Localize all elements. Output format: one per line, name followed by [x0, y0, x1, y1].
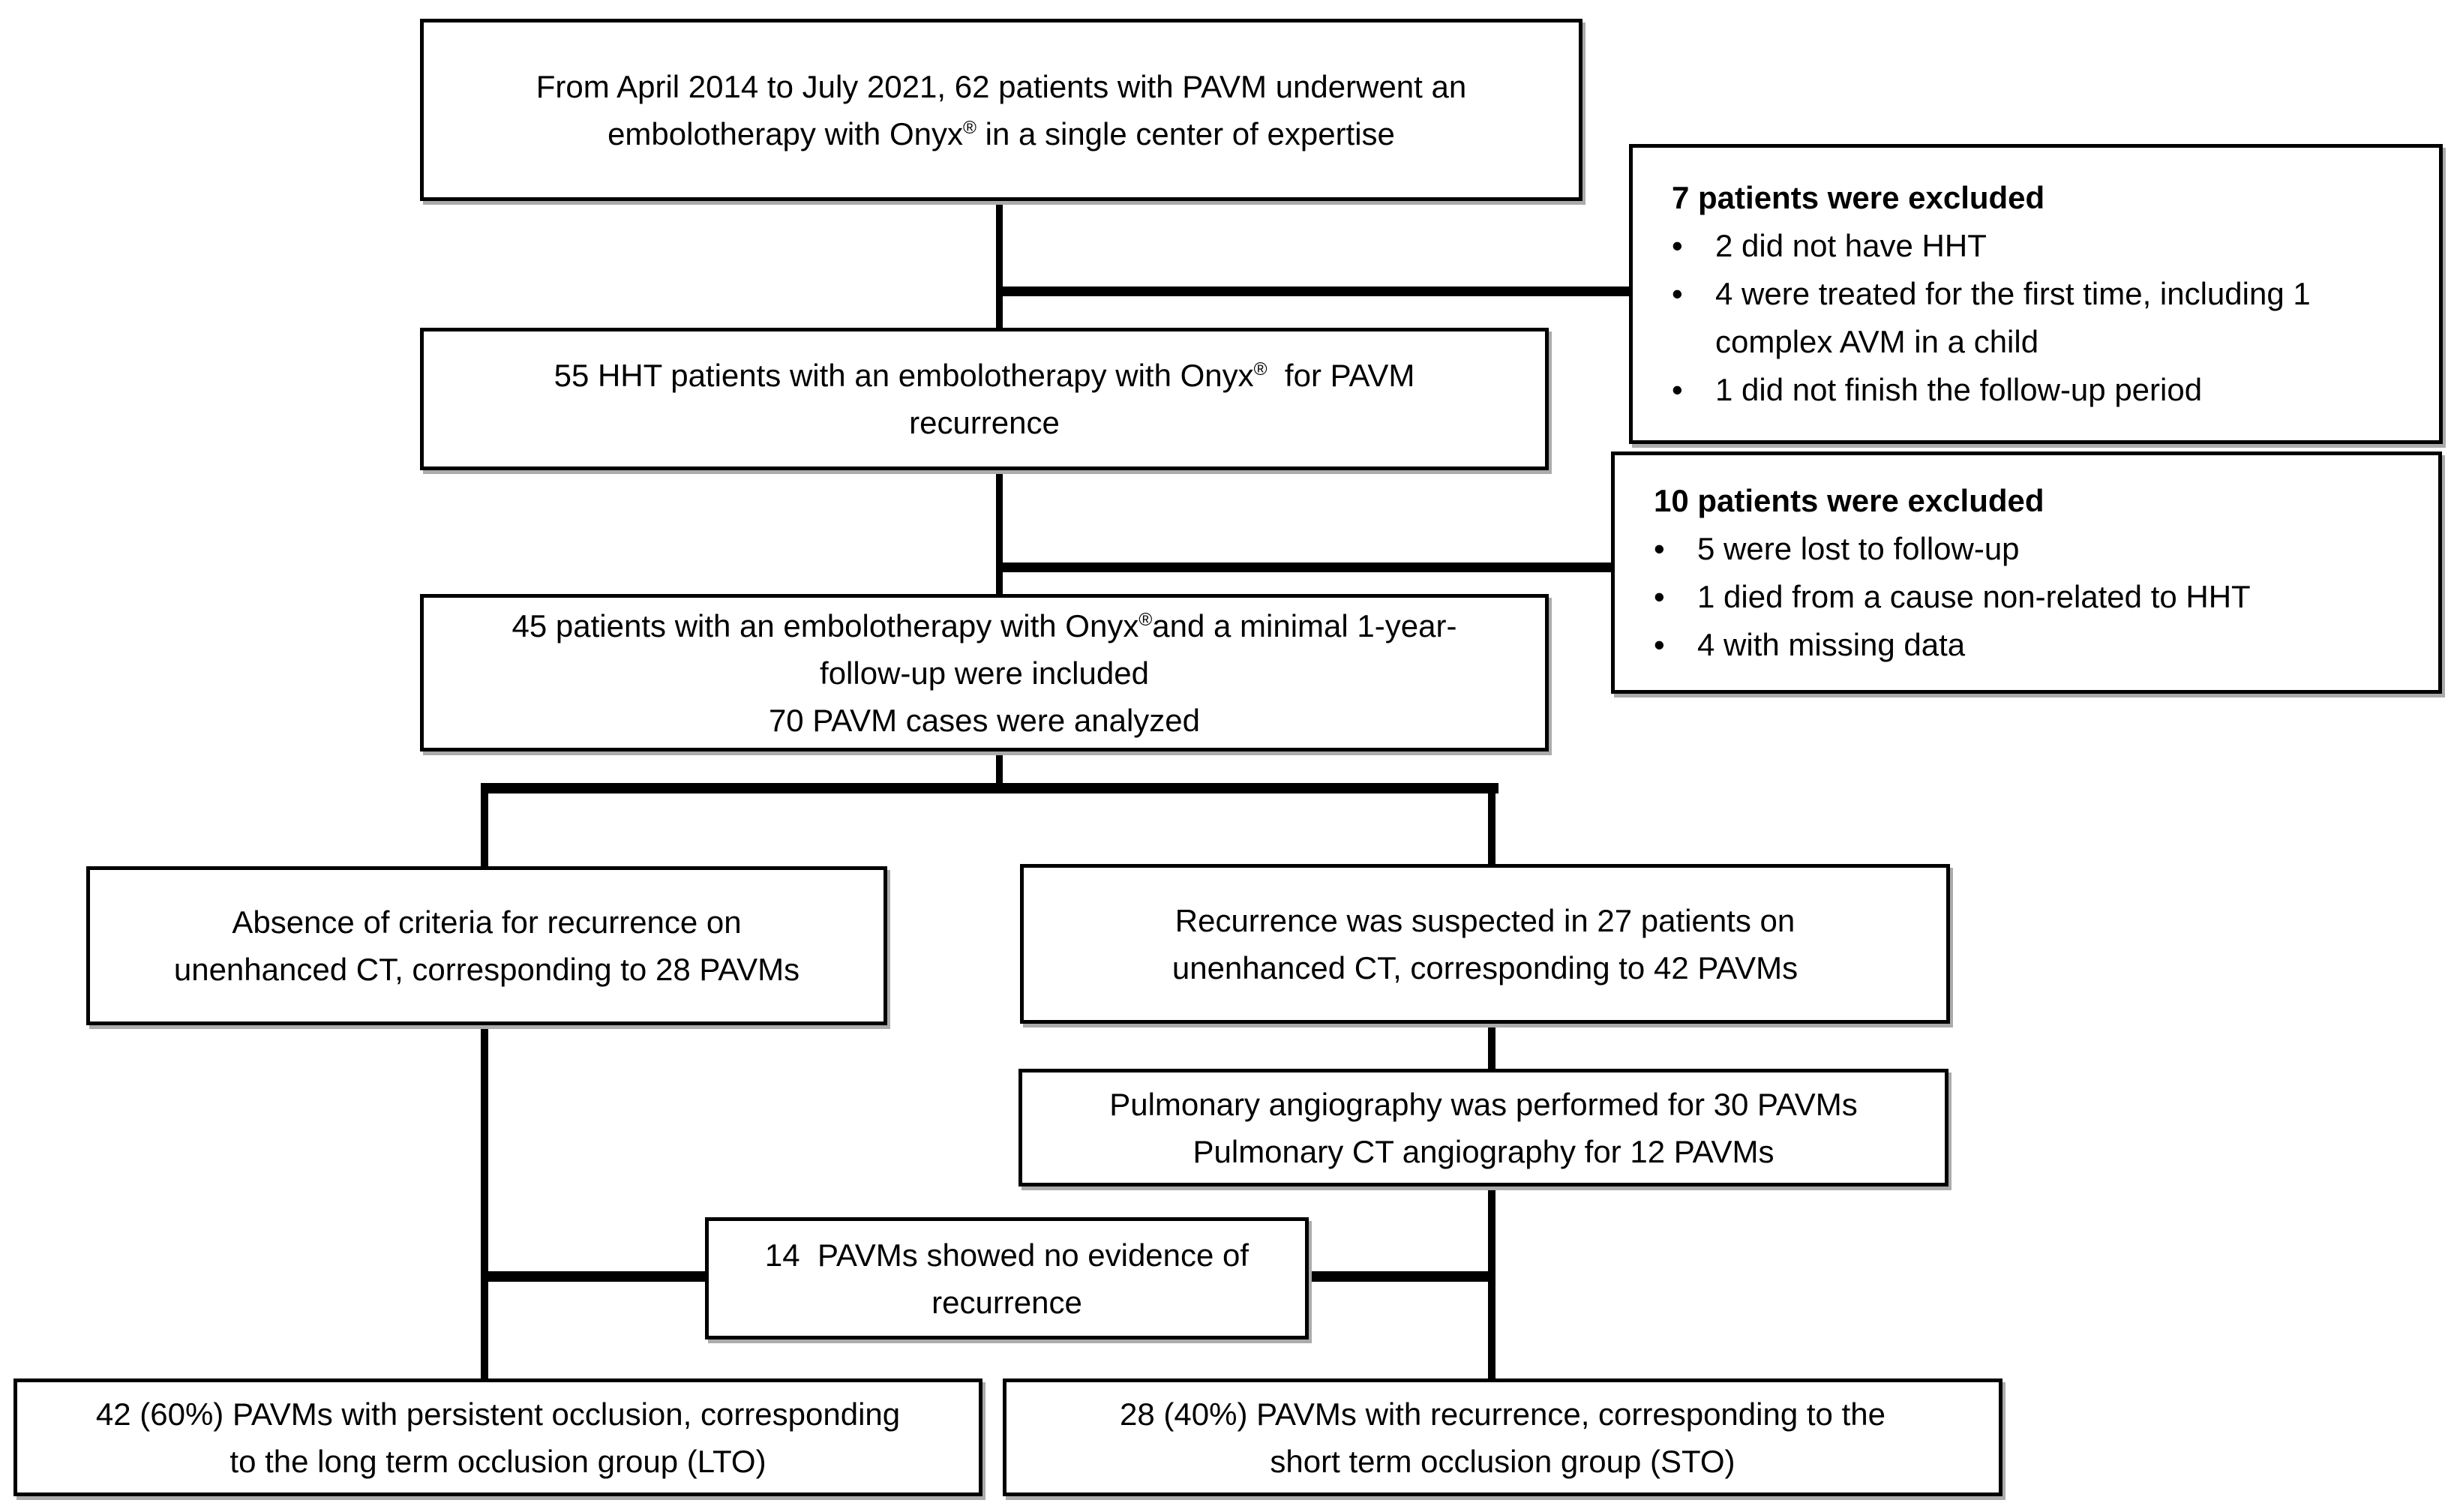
flow-box-start-text: From April 2014 to July 2021, 62 patient… [536, 68, 1467, 152]
bullet-icon: • [1654, 626, 1665, 662]
flow-box-suspected-recurrence: Recurrence was suspected in 27 patients … [1020, 864, 1950, 1024]
connector-left-leg-lower [481, 1024, 488, 1382]
connector-included-stub [996, 750, 1003, 789]
flow-box-sto-group-text: 28 (40%) PAVMs with recurrence, correspo… [1120, 1396, 1886, 1479]
connector-hht-to-included [996, 468, 1003, 597]
connector-right-leg-lower [1488, 1185, 1496, 1382]
flow-box-sto-group: 28 (40%) PAVMs with recurrence, correspo… [1003, 1378, 2002, 1496]
flow-box-included-45: 45 patients with an embolotherapy with O… [420, 594, 1549, 752]
connector-14pavm-right [1305, 1271, 1492, 1282]
exclusion-box-10-bullets: • 5 were lost to follow-up • 1 died from a … [1654, 525, 2416, 669]
bullet-text: 2 did not have HHT [1715, 228, 1987, 263]
connector-start-to-hht [996, 200, 1003, 331]
bullet-text: 4 were treated for the first time, inclu… [1715, 276, 2311, 359]
connector-right-leg-to-angio [1488, 1022, 1496, 1072]
flow-box-angiography: Pulmonary angiography was performed for … [1018, 1069, 1948, 1186]
flow-box-lto-group-text: 42 (60%) PAVMs with persistent occlusion… [95, 1396, 901, 1479]
bullet-item: • 1 died from a cause non-related to HHT [1654, 573, 2416, 621]
flow-box-lto-group: 42 (60%) PAVMs with persistent occlusion… [14, 1378, 982, 1496]
flow-box-hht-55: 55 HHT patients with an embolotherapy wi… [420, 328, 1549, 470]
bullet-icon: • [1654, 530, 1665, 566]
bullet-icon: • [1672, 276, 1683, 311]
flow-box-start: From April 2014 to July 2021, 62 patient… [420, 19, 1582, 201]
bullet-item: • 4 with missing data [1654, 621, 2416, 669]
exclusion-box-7-bullets: • 2 did not have HHT • 4 were treated for t… [1672, 222, 2416, 414]
bullet-text: 1 died from a cause non-related to HHT [1697, 578, 2251, 614]
connector-branch-to-excluded-7 [999, 286, 1633, 296]
flow-box-hht-55-text: 55 HHT patients with an embolotherapy wi… [554, 358, 1415, 440]
flow-box-angiography-text: Pulmonary angiography was performed for … [1109, 1086, 1858, 1169]
bullet-icon: • [1672, 372, 1683, 407]
bullet-icon: • [1654, 578, 1665, 614]
connector-right-leg-upper [1488, 783, 1496, 867]
flow-box-suspected-recurrence-text: Recurrence was suspected in 27 patients … [1172, 902, 1798, 986]
bullet-text: 4 with missing data [1697, 626, 1966, 662]
connector-split-horizontal [481, 783, 1498, 794]
bullet-item: • 1 did not finish the follow-up period [1672, 366, 2416, 414]
bullet-item: • 5 were lost to follow-up [1654, 525, 2416, 573]
exclusion-box-10-title: 10 patients were excluded [1654, 482, 2044, 518]
bullet-text: 1 did not finish the follow-up period [1715, 372, 2203, 407]
exclusion-box-10-patients: 10 patients were excluded • 5 were lost t… [1611, 452, 2442, 694]
flow-box-included-45-text: 45 patients with an embolotherapy with O… [512, 608, 1457, 738]
connector-14pavm-left [484, 1271, 710, 1282]
connector-left-leg-upper [481, 783, 488, 869]
bullet-item: • 2 did not have HHT [1672, 222, 2416, 270]
bullet-item: • 4 were treated for the first time, incl… [1672, 270, 2416, 366]
bullet-icon: • [1672, 228, 1683, 263]
bullet-text: 5 were lost to follow-up [1697, 530, 2020, 566]
connector-branch-to-excluded-10 [999, 562, 1614, 572]
exclusion-box-7-patients: 7 patients were excluded • 2 did not have… [1629, 144, 2443, 444]
exclusion-box-7-title: 7 patients were excluded [1672, 180, 2045, 215]
